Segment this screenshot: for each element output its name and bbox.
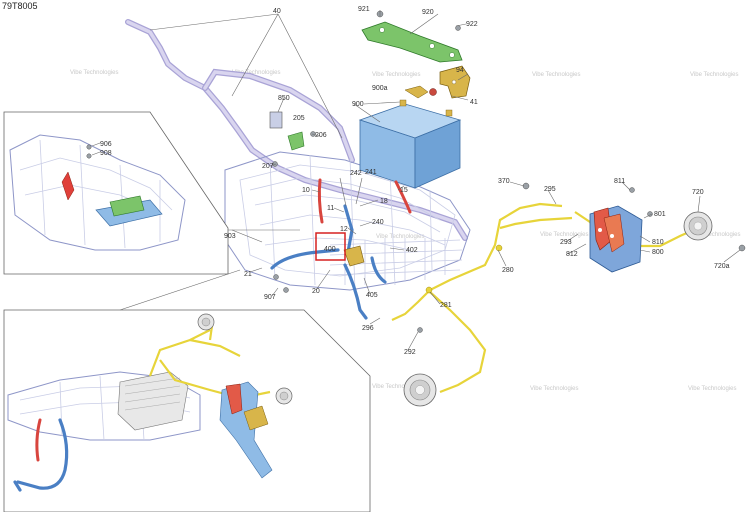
bolts: [272, 10, 746, 333]
callout-293: 293: [560, 239, 572, 246]
callout-900a: 900a: [372, 85, 388, 92]
callout-21: 21: [244, 271, 252, 278]
callout-850: 850: [278, 95, 290, 102]
inset-chassis-view: [3, 111, 229, 275]
callout-908: 908: [100, 150, 112, 157]
inset-harness-view: [3, 309, 371, 512]
battery-900: [358, 99, 462, 189]
callout-400: 400: [324, 246, 336, 253]
inset-connectors: [119, 229, 300, 311]
terminal-900a: [404, 85, 437, 99]
relay-205: [269, 111, 305, 151]
watermark: Vibe Technologies: [70, 70, 118, 76]
callout-907: 907: [264, 294, 276, 301]
callout-402: 402: [406, 247, 418, 254]
highlight-box: [315, 232, 346, 261]
watermark: Vibe Technologies: [530, 386, 578, 392]
callout-900: 900: [352, 101, 364, 108]
callout-405: 405: [366, 292, 378, 299]
callout-18: 18: [380, 198, 388, 205]
ground-cable-20: [270, 204, 387, 320]
leader-lines: [149, 10, 741, 351]
frame-tube-40: [125, 19, 468, 241]
figure-reference-id: 79T8005: [2, 1, 38, 11]
watermark: Vibe Technologies: [692, 232, 740, 238]
light-720: [683, 211, 713, 241]
callout-20: 20: [312, 288, 320, 295]
callout-720: 720: [692, 189, 704, 196]
callout-920: 920: [422, 9, 434, 16]
callout-370: 370: [498, 178, 510, 185]
callout-242: 242: [350, 170, 362, 177]
callout-15: 15: [400, 187, 408, 194]
callout-280: 280: [502, 267, 514, 274]
bracket-41: [439, 65, 471, 99]
callout-906: 906: [100, 141, 112, 148]
callout-281: 281: [440, 302, 452, 309]
watermark: Vibe Technologies: [540, 232, 588, 238]
solenoid-400: [315, 232, 365, 267]
battery-bracket-920: [361, 21, 463, 63]
callout-labels: 40 921 920 922 900a 94 41 900 850 205 20…: [100, 6, 730, 356]
callout-94: 94: [456, 67, 464, 74]
watermark: Vibe Technologies: [688, 386, 736, 392]
fuse-box-800: [589, 205, 643, 273]
callout-720a: 720a: [714, 263, 730, 270]
callout-812: 812: [566, 251, 578, 258]
watermark: Vibe Technologies: [376, 234, 424, 240]
callout-811: 811: [614, 178, 625, 185]
watermark: Vibe Technologies: [372, 72, 420, 78]
red-cables: [317, 178, 412, 224]
callout-921: 921: [358, 6, 370, 13]
callout-292: 292: [404, 349, 416, 356]
callout-11: 11: [327, 205, 334, 212]
callout-296: 296: [362, 325, 374, 332]
watermark: Vibe Technologies: [232, 70, 280, 76]
callout-206: 206: [315, 132, 327, 139]
callout-240: 240: [372, 219, 384, 226]
callout-241: 241: [365, 169, 377, 176]
callout-800: 800: [652, 249, 664, 256]
light-lower: [403, 373, 437, 407]
callout-922: 922: [466, 21, 478, 28]
watermark: Vibe Technologies: [372, 384, 420, 390]
callout-295: 295: [544, 186, 556, 193]
callout-40: 40: [273, 8, 281, 15]
callout-205: 205: [293, 115, 305, 122]
callout-810: 810: [652, 239, 664, 246]
watermark: Vibe Technologies: [532, 72, 580, 78]
chassis-frame: [224, 151, 471, 291]
callout-12: 12: [340, 226, 348, 233]
callout-207: 207: [262, 163, 274, 170]
callout-801: 801: [654, 211, 666, 218]
watermark: Vibe Technologies: [690, 72, 738, 78]
callout-41: 41: [470, 99, 478, 106]
callout-10: 10: [302, 187, 310, 194]
callout-903: 903: [224, 233, 236, 240]
